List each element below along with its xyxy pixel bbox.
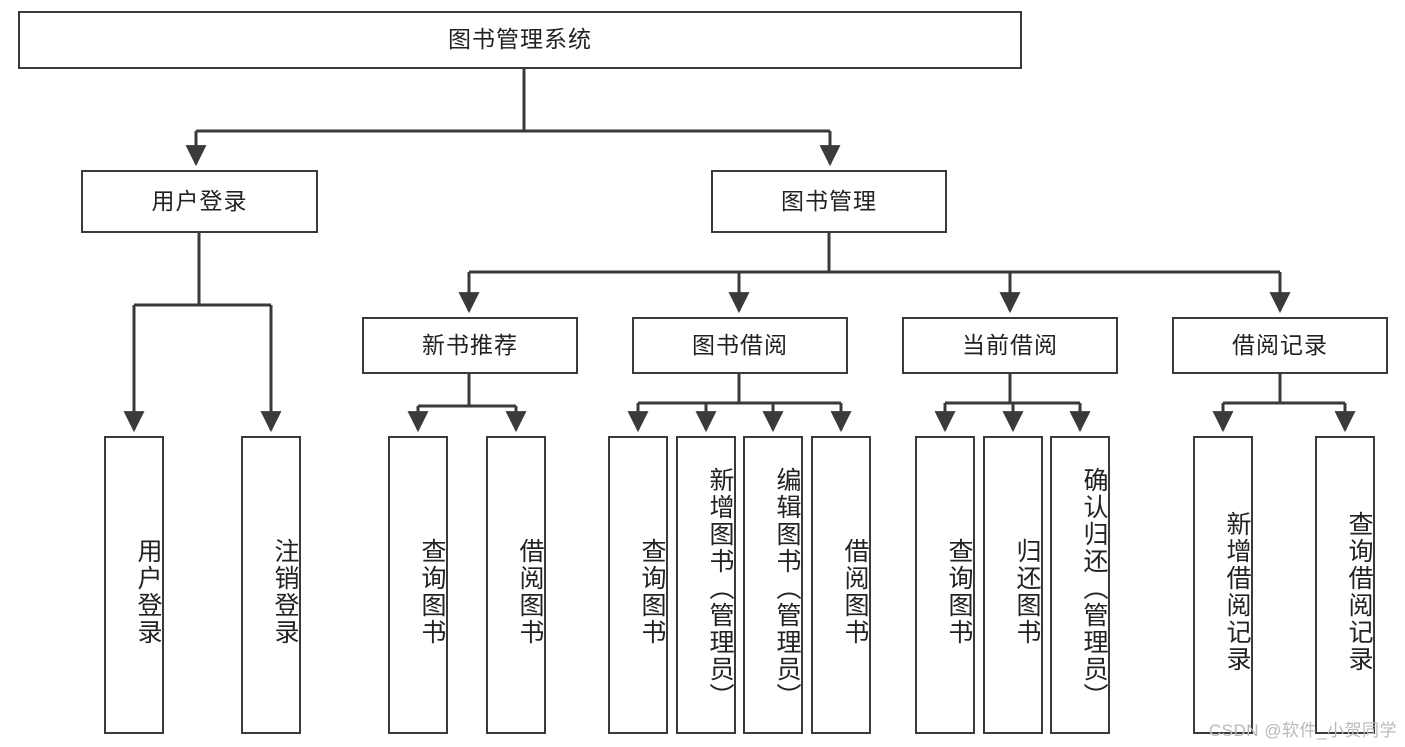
leaf-book-borrow-edit[interactable]: 编辑图书（管理员） — [743, 436, 803, 734]
leaf-user-login-logout[interactable]: 注销登录 — [241, 436, 301, 734]
leaf-borrow-record-query[interactable]: 查询借阅记录 — [1315, 436, 1375, 734]
leaf-new-book-query[interactable]: 查询图书 — [388, 436, 448, 734]
csdn-watermark: CSDN @软件_小贺同学 — [1208, 721, 1397, 740]
leaf-book-borrow-add[interactable]: 新增图书（管理员） — [676, 436, 736, 734]
leaf-borrow-record-add[interactable]: 新增借阅记录 — [1193, 436, 1253, 734]
leaf-book-borrow-query[interactable]: 查询图书 — [608, 436, 668, 734]
node-book-management[interactable]: 图书管理 — [711, 170, 947, 233]
node-borrow-record[interactable]: 借阅记录 — [1172, 317, 1388, 374]
leaf-new-book-borrow[interactable]: 借阅图书 — [486, 436, 546, 734]
node-root-system[interactable]: 图书管理系统 — [18, 11, 1022, 69]
leaf-current-borrow-query[interactable]: 查询图书 — [915, 436, 975, 734]
leaf-book-borrow-borrow[interactable]: 借阅图书 — [811, 436, 871, 734]
leaf-user-login-login[interactable]: 用户登录 — [104, 436, 164, 734]
leaf-current-borrow-confirm-return[interactable]: 确认归还（管理员） — [1050, 436, 1110, 734]
leaf-current-borrow-return[interactable]: 归还图书 — [983, 436, 1043, 734]
node-user-login[interactable]: 用户登录 — [81, 170, 318, 233]
node-new-book-recommend[interactable]: 新书推荐 — [362, 317, 578, 374]
node-book-borrow[interactable]: 图书借阅 — [632, 317, 848, 374]
node-current-borrow[interactable]: 当前借阅 — [902, 317, 1118, 374]
